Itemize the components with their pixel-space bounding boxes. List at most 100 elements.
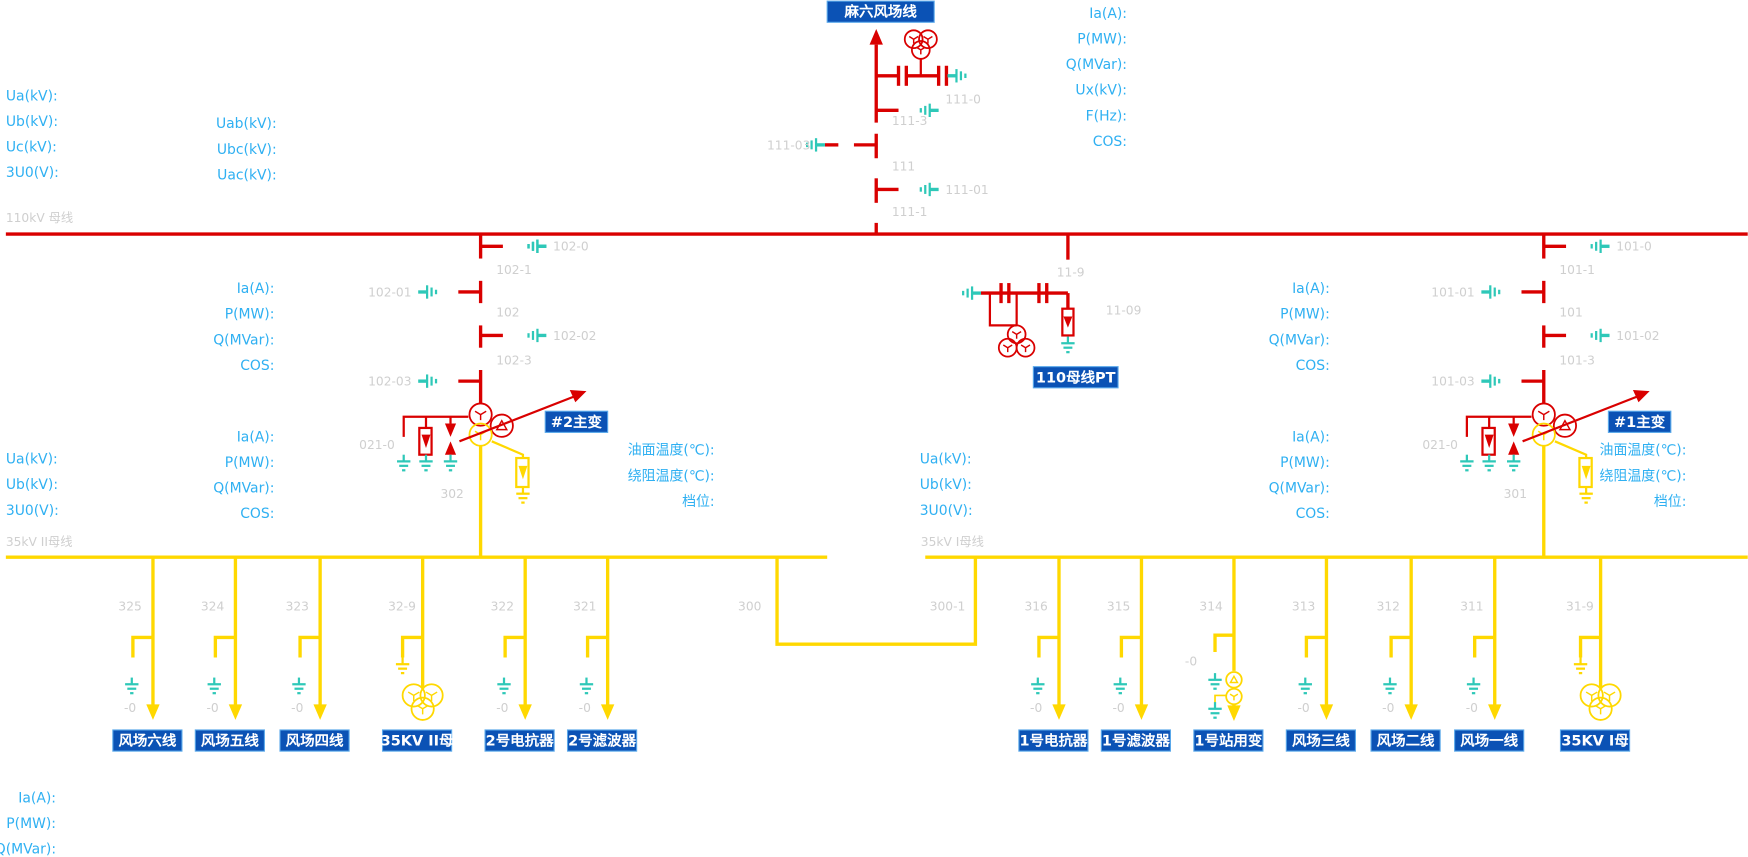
feeder-name-box-bg[interactable]: [112, 729, 183, 752]
label: 102-01: [368, 285, 411, 299]
label-feeder-number: 322: [491, 600, 514, 614]
label-111-0: 111-0: [945, 93, 981, 107]
feeder-name-box[interactable]: 风场二线: [1370, 729, 1441, 752]
ground-icon: [527, 328, 547, 343]
wire: [1554, 440, 1588, 459]
measurement-label-bus35_2: Ua(kV):: [6, 452, 58, 468]
winding: [903, 29, 924, 50]
feeder-name-box-text: 风场五线: [201, 732, 259, 750]
measurement-label-t1_hv: COS:: [1296, 358, 1330, 374]
label: 101-3: [1559, 353, 1595, 367]
transformer-2-name-box[interactable]: #2主变: [544, 410, 609, 433]
measurement-label-t1_hv: P(MW):: [1280, 307, 1330, 323]
feeder-name-box[interactable]: 风场五线: [194, 729, 265, 752]
measurement-label-line111: F(Hz):: [1086, 108, 1127, 124]
arrow-down-icon: [313, 704, 327, 720]
feeder-name-box-bg[interactable]: [1193, 729, 1264, 752]
line-111-name-box[interactable]: 麻六风场线: [826, 0, 935, 23]
feeder-name-box[interactable]: 2号滤波器: [566, 729, 638, 752]
feeder-name-box[interactable]: 风场四线: [279, 729, 350, 752]
winding-circle: [1597, 683, 1622, 708]
winding-circle: [401, 683, 426, 708]
measurement-label-t2_lv: Ia(A):: [237, 429, 275, 445]
feeder-name-box[interactable]: 35KV II母: [381, 729, 454, 752]
feeder-name-box-bg[interactable]: [566, 729, 638, 752]
feeder-name-box-bg[interactable]: [484, 729, 555, 752]
feeder-name-box-text: 2号滤波器: [568, 732, 636, 750]
feeder-name-box-bg[interactable]: [1559, 729, 1631, 752]
transformer-1-name-box[interactable]: #1主变: [1607, 410, 1672, 433]
arrow-up-icon: [869, 28, 883, 45]
winding-circle: [1588, 696, 1613, 721]
label-feeder-number: 321: [573, 600, 596, 614]
measurement-label-bus35_2: Ub(kV):: [6, 477, 58, 493]
ground-icon: [1579, 487, 1593, 504]
pt-110-name-box-bg[interactable]: [1032, 366, 1119, 389]
feeder-name-box-text: 1号电抗器: [1019, 732, 1087, 750]
winding-circle: [1531, 402, 1556, 427]
wye-glyph: [474, 410, 487, 421]
measurement-label-bus110_phase: Uc(kV):: [6, 140, 57, 156]
measurement-label-t1_temp: 绕阻温度(℃):: [1600, 468, 1687, 484]
measurement-label-line111: P(MW):: [1077, 31, 1127, 47]
ground-icon: [516, 487, 530, 504]
arrester-arrow-icon: [1063, 316, 1073, 328]
transformer-1-name-box-bg[interactable]: [1607, 410, 1672, 433]
transformer-2-name-box-bg[interactable]: [544, 410, 609, 433]
feeder-name-box-bg[interactable]: [194, 729, 265, 752]
feeder-name-box-bg[interactable]: [1370, 729, 1441, 752]
label-ground: -0: [1466, 701, 1478, 715]
feeder-name-box-bg[interactable]: [1454, 729, 1525, 752]
ground-icon: [527, 239, 547, 253]
feeder-name-box-bg[interactable]: [1285, 729, 1356, 752]
label-ground: -0: [291, 701, 303, 715]
arrow-down-icon: [228, 704, 243, 720]
label-ground: -0: [496, 701, 508, 715]
feeder-name-box[interactable]: 风场六线: [112, 729, 183, 752]
wye-glyph: [1594, 704, 1607, 715]
feeder-name-box[interactable]: 1号电抗器: [1018, 729, 1089, 752]
feeder-name-box[interactable]: 2号电抗器: [484, 729, 555, 752]
line-111-name-box-text: 麻六风场线: [844, 3, 918, 21]
measurement-label-bus110_line: Uab(kV):: [216, 116, 277, 132]
arrow-icon: [1581, 465, 1591, 480]
ground-icon: [497, 677, 511, 695]
wire: [1304, 635, 1327, 658]
label-feeder-number: 325: [118, 600, 141, 614]
ground-icon: [395, 657, 410, 675]
gap-arrow-up-icon: [1508, 441, 1520, 455]
feeder-name-box-bg[interactable]: [1018, 729, 1089, 752]
feeder-name-box[interactable]: 1号站用变: [1193, 729, 1264, 752]
bus-35kv-ii-label: 35kV II母线: [6, 535, 73, 549]
winding: [419, 683, 444, 708]
wire: [402, 415, 469, 437]
label-feeder-number: 323: [286, 600, 309, 614]
feeder-name-box[interactable]: 1号滤波器: [1100, 729, 1171, 752]
feeder-name-box-bg[interactable]: [279, 729, 350, 752]
measurement-label-bus35_1: Ub(kV):: [920, 477, 972, 493]
winding-circle: [1225, 671, 1243, 689]
wire: [1389, 635, 1412, 658]
measurement-label-t2_hv: COS:: [240, 358, 274, 374]
wye-glyph: [923, 35, 933, 44]
measurement-label-bus_tie: Q(MVar):: [0, 842, 56, 857]
pt-110-name-box[interactable]: 110母线PT: [1032, 366, 1119, 389]
feeder-name-box-bg[interactable]: [381, 729, 453, 752]
arrow-down-icon: [1488, 704, 1502, 720]
measurement-label-bus110_line: Uac(kV):: [217, 167, 277, 183]
feeder-name-box[interactable]: 风场一线: [1454, 729, 1525, 752]
lv-winding-icon: [1531, 422, 1556, 447]
arrow-down-icon: [1319, 704, 1334, 720]
delta-glyph: [1229, 674, 1239, 684]
feeder-name-box[interactable]: 35KV I母: [1559, 729, 1631, 752]
winding: [1579, 683, 1604, 708]
measurement-label-t2_hv: P(MW):: [225, 307, 275, 323]
winding-circle: [1015, 337, 1036, 358]
line-111-name-box-bg[interactable]: [826, 0, 935, 23]
feeder-name-box-bg[interactable]: [1100, 729, 1171, 752]
feeder-name-box[interactable]: 风场三线: [1285, 729, 1356, 752]
ground-icon: [1208, 702, 1222, 719]
lv-winding-icon: [468, 422, 493, 447]
tap-changer-arrow: [459, 394, 577, 443]
